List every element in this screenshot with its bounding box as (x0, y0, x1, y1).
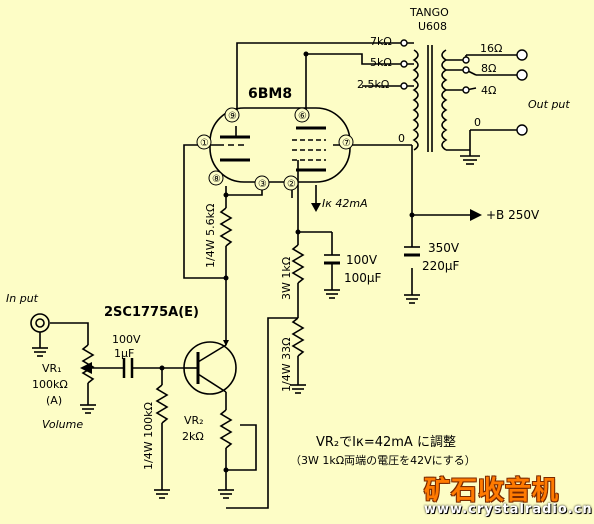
secondary-tap-0: 0 (474, 116, 481, 129)
secondary-tap-4: 4Ω (481, 84, 496, 97)
vr1-note: (A) (46, 394, 62, 407)
pin-6-label: ⑥ (298, 111, 307, 122)
output-label: Out put (528, 98, 570, 111)
supply-cap-voltage: 350V (428, 241, 460, 255)
pin-3-label: ③ (258, 179, 267, 190)
watermark-brand: 矿石收音机 (424, 476, 560, 506)
b-plus-label: +B 250V (486, 208, 540, 222)
r-base-label: 1/4W 100kΩ (142, 402, 155, 470)
secondary-tap-16: 16Ω (480, 42, 502, 55)
pin-2-label: ② (287, 179, 296, 190)
r-grid-label: 1/4W 5.6kΩ (204, 204, 217, 268)
arrows (80, 203, 482, 374)
vr2-value: 2kΩ (182, 430, 204, 443)
r-cathode2-label: 1/4W 33Ω (280, 338, 293, 392)
r-cathode1-label: 3W 1kΩ (280, 257, 293, 300)
pin-8-label: ⑧ (212, 174, 221, 185)
watermark-site: www.crystalradio.cn (424, 502, 593, 517)
tube-name: 6BM8 (248, 86, 292, 102)
ik-label: Iк 42mA (322, 197, 368, 210)
vr2-name: VR₂ (184, 414, 204, 427)
pin-7-label: ⑦ (342, 138, 351, 149)
note-line-2: （3W 1kΩ両端の電圧を42Vにする） (290, 454, 476, 467)
pin-9-label: ⑨ (228, 111, 237, 122)
pin-circles (196, 107, 354, 191)
transistor-name: 2SC1775A(E) (104, 305, 199, 320)
transformer-brand: TANGO (409, 6, 449, 19)
vr1-name: VR₁ (42, 362, 62, 375)
supply-cap-value: 220μF (422, 259, 460, 273)
primary-tap-5k: 5kΩ (370, 56, 392, 69)
c-in-value: 1μF (114, 347, 134, 360)
primary-tap-2-5k: 2.5kΩ (357, 78, 389, 91)
input-label: In put (6, 292, 39, 305)
cathode-cap-value: 100μF (344, 271, 382, 285)
primary-tap-7k: 7kΩ (370, 35, 392, 48)
c-in-voltage: 100V (112, 333, 141, 346)
vr1-volume-label: Volume (42, 418, 83, 431)
secondary-tap-8: 8Ω (481, 62, 496, 75)
junctions (159, 51, 415, 473)
note-line-1: VR₂でIк=42mA に調整 (316, 435, 456, 450)
transformer-model: U608 (418, 20, 447, 33)
pin-1-label: ① (200, 138, 209, 149)
primary-tap-0: 0 (398, 132, 405, 145)
cathode-cap-voltage: 100V (346, 253, 378, 267)
vr1-value: 100kΩ (32, 378, 68, 391)
output-terminals (400, 39, 528, 136)
